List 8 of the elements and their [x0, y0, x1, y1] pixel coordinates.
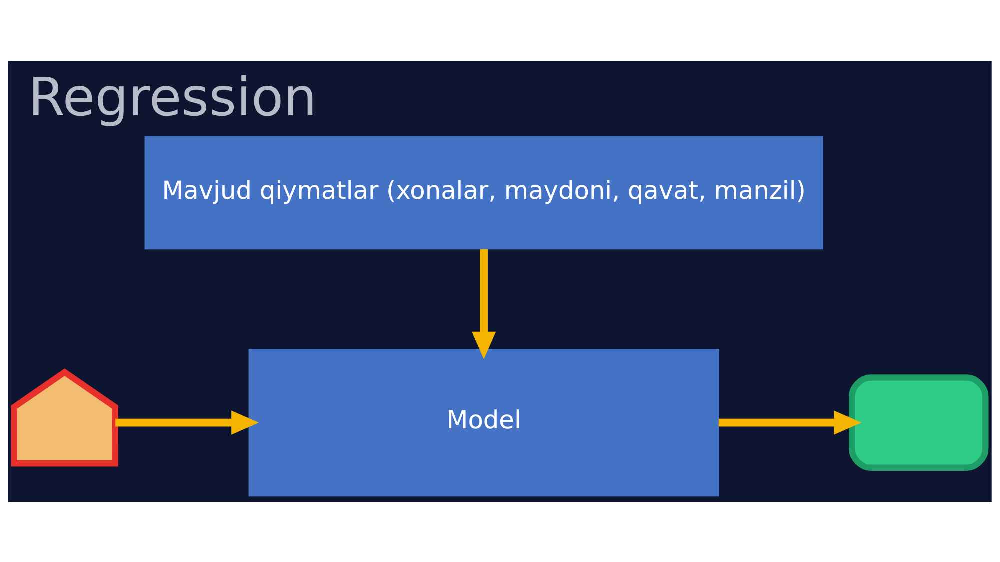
node-house — [11, 368, 118, 466]
arrow — [718, 410, 862, 434]
arrow — [116, 410, 260, 434]
node-box — [849, 374, 989, 470]
node-box: Model — [248, 348, 720, 496]
node-box: Mavjud qiymatlar (xonalar, maydoni, qavat, manzil) — [144, 136, 824, 250]
arrow — [472, 248, 496, 359]
diagram-title: Regression — [28, 67, 318, 128]
